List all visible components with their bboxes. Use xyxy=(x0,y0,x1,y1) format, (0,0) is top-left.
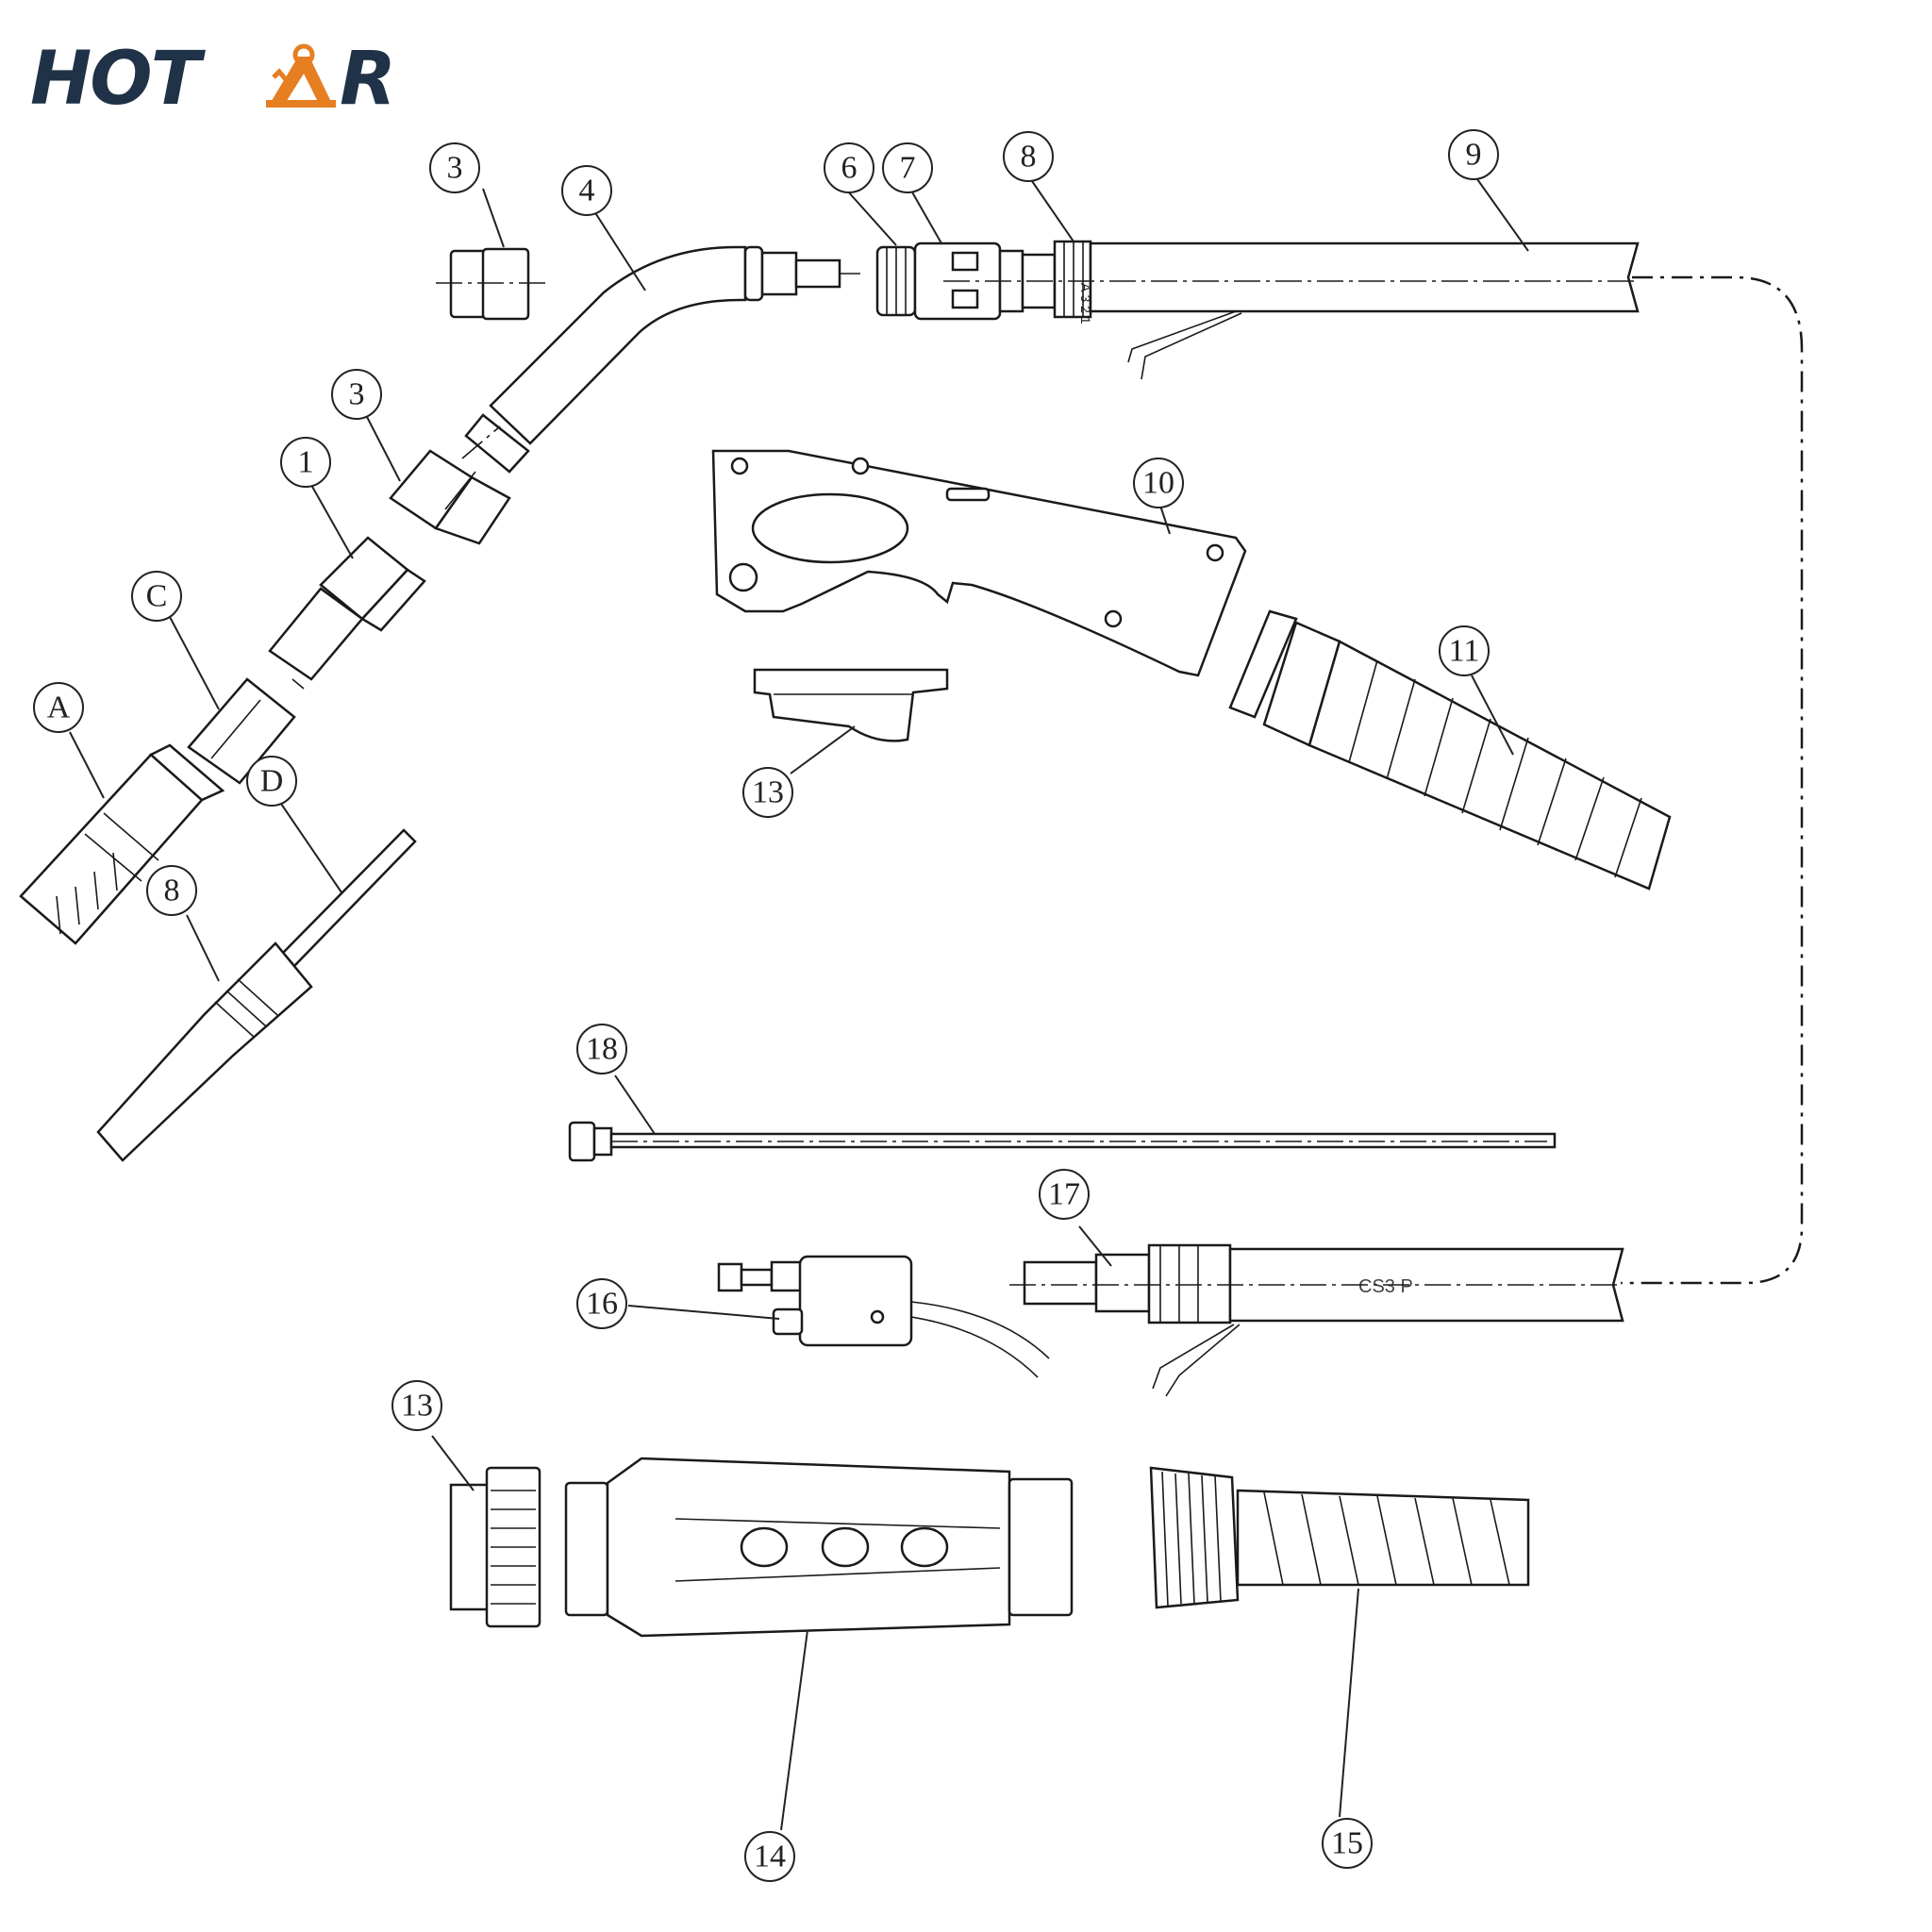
callout-4: 4 xyxy=(561,165,612,216)
svg-text:10: 10 xyxy=(1142,466,1174,501)
callout-17: 17 xyxy=(1039,1169,1090,1220)
callout-16: 16 xyxy=(576,1278,627,1329)
callout-1: 1 xyxy=(280,437,331,488)
robot-arm-icon xyxy=(266,43,336,108)
logo-text-right: R xyxy=(340,37,394,122)
callout-6: 6 xyxy=(824,142,874,193)
brand-logo: HOT R xyxy=(30,37,396,122)
cable-marking-top: A 3 2 1 xyxy=(1078,283,1093,325)
part-3-ferrule xyxy=(436,247,545,321)
svg-text:4: 4 xyxy=(579,174,595,208)
callout-14: 14 xyxy=(744,1831,795,1882)
part-a-nozzle-body xyxy=(19,743,225,945)
part-c-insulator xyxy=(187,677,296,785)
part-18-liner xyxy=(568,1121,1557,1162)
part-4-swan-neck xyxy=(461,245,860,474)
part-10-handle xyxy=(711,449,1247,677)
part-6-nut xyxy=(875,245,917,317)
leader-lines xyxy=(69,178,1529,1831)
part-11-spring xyxy=(1228,609,1672,891)
callout-a: A xyxy=(33,682,84,733)
svg-text:8: 8 xyxy=(164,874,180,908)
part-15-rear-spring xyxy=(1149,1466,1530,1609)
svg-text:15: 15 xyxy=(1331,1826,1363,1861)
svg-text:14: 14 xyxy=(754,1840,786,1874)
svg-text:A: A xyxy=(47,691,71,725)
callout-c: C xyxy=(131,571,182,622)
part-17-cable-end: CS3 P xyxy=(1009,1243,1624,1397)
callout-18: 18 xyxy=(576,1024,627,1074)
callout-10: 10 xyxy=(1133,458,1184,508)
callout-8-top: 8 xyxy=(1003,131,1054,182)
callout-3-middle: 3 xyxy=(331,369,382,420)
part-14-rear-handle xyxy=(564,1457,1074,1638)
svg-text:6: 6 xyxy=(841,151,858,186)
svg-text:7: 7 xyxy=(900,151,916,186)
svg-text:13: 13 xyxy=(401,1389,433,1424)
callout-8-nozzle: 8 xyxy=(146,865,197,916)
callout-3-top: 3 xyxy=(429,142,480,193)
svg-text:11: 11 xyxy=(1449,634,1480,669)
part-8-nozzle-cone xyxy=(96,941,313,1162)
svg-text:3: 3 xyxy=(349,377,365,412)
part-9-cable: A 3 2 1 xyxy=(943,242,1640,380)
part-1-tip-holder xyxy=(268,536,426,690)
logo-text-left: HOT xyxy=(30,37,207,122)
svg-text:3: 3 xyxy=(447,151,463,186)
part-3-gas-diffuser xyxy=(389,449,511,545)
svg-text:17: 17 xyxy=(1048,1177,1080,1212)
callout-15: 15 xyxy=(1322,1818,1373,1869)
svg-text:8: 8 xyxy=(1021,140,1037,175)
cable-routing-line xyxy=(1621,275,1804,1285)
svg-text:D: D xyxy=(260,764,284,799)
callout-7: 7 xyxy=(882,142,933,193)
part-d-contact-tip xyxy=(281,828,417,968)
callout-11: 11 xyxy=(1439,625,1490,676)
cable-marking-bottom: CS3 P xyxy=(1358,1276,1413,1297)
callout-d: D xyxy=(246,756,297,807)
part-13-rear-nut xyxy=(449,1466,541,1628)
callout-13-rear: 13 xyxy=(391,1380,442,1431)
svg-text:1: 1 xyxy=(298,445,314,480)
svg-text:16: 16 xyxy=(586,1287,618,1322)
svg-text:9: 9 xyxy=(1466,138,1482,173)
svg-text:13: 13 xyxy=(752,775,784,810)
callout-13-trigger: 13 xyxy=(742,767,793,818)
callout-9: 9 xyxy=(1448,129,1499,180)
svg-text:C: C xyxy=(146,579,168,614)
svg-text:18: 18 xyxy=(586,1032,618,1067)
part-13-trigger xyxy=(753,668,949,742)
part-16-switch-connector xyxy=(717,1255,1050,1378)
